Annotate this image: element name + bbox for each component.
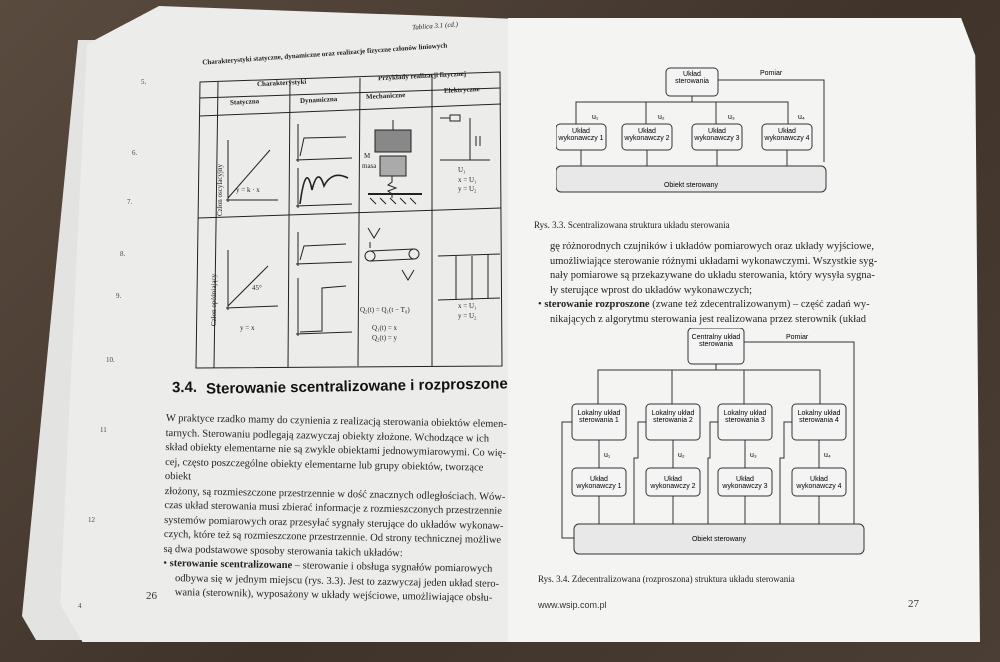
fig2-local-label: Lokalny układ sterowania 2 bbox=[651, 410, 695, 424]
characteristics-table bbox=[195, 71, 503, 369]
formula: Q₁(t) = x bbox=[372, 324, 398, 332]
header-static: Statyczna bbox=[229, 97, 260, 107]
section-paragraph: W praktyce rzadko mamy do czynienia z re… bbox=[163, 412, 508, 606]
fig2-actuator-label: Układ wykonawczy 3 bbox=[722, 476, 768, 490]
fig1-signal: u₂ bbox=[658, 114, 665, 121]
fig2-object-label: Obiekt sterowany bbox=[691, 536, 747, 543]
fig1-controller-label: Układ sterowania bbox=[675, 71, 709, 85]
fig1-signal: u₃ bbox=[728, 114, 735, 121]
page-number-left: 26 bbox=[146, 590, 157, 602]
right-text-block: gę różnorodnych czujników i układów pomi… bbox=[538, 240, 918, 327]
margin-number: 4 bbox=[78, 602, 82, 610]
margin-number: 9. bbox=[116, 292, 122, 300]
text-line: umożliwiające sterowanie różnymi układam… bbox=[550, 255, 878, 267]
section-number: 3.4. bbox=[171, 378, 198, 397]
formula: 45° bbox=[252, 284, 262, 292]
fig1-signal: u₁ bbox=[592, 114, 599, 121]
fig1-actuator-label: Układ wykonawczy 2 bbox=[624, 128, 670, 142]
fig2-local-label: Lokalny układ sterowania 3 bbox=[723, 410, 767, 424]
fig1-signal: u₄ bbox=[798, 114, 805, 121]
bullet-term: sterowanie rozproszone bbox=[544, 299, 650, 310]
bullet-item: • sterowanie rozproszone (zwane też zdec… bbox=[538, 299, 870, 310]
formula: y = U₂ bbox=[458, 185, 477, 193]
formula: y = k · x bbox=[236, 186, 260, 194]
fig2-caption: Rys. 3.4. Zdecentralizowana (rozproszona… bbox=[538, 574, 795, 584]
bullet-text: (zwane też zdecentralizowanym) – część z… bbox=[649, 299, 870, 310]
formula: U₁ bbox=[458, 166, 466, 174]
fig2-actuator-label: Układ wykonawczy 1 bbox=[576, 476, 622, 490]
formula: masa bbox=[362, 162, 377, 170]
margin-number: 8. bbox=[120, 250, 126, 258]
fig1-measurement-label: Pomiar bbox=[760, 70, 783, 77]
formula: M bbox=[364, 152, 371, 160]
fig2-signal: u₃ bbox=[750, 452, 757, 459]
text-line: ły sterujące wprost do układów wykonawcz… bbox=[550, 284, 753, 296]
margin-number: 6. bbox=[132, 149, 138, 157]
margin-number: 10. bbox=[106, 356, 115, 364]
formula: y = x bbox=[240, 324, 255, 332]
formula: Q₂(t) = y bbox=[372, 334, 398, 342]
fig2-local-label: Lokalny układ sterowania 4 bbox=[797, 410, 841, 424]
footer-url: www.wsip.com.pl bbox=[538, 600, 607, 610]
bullet-text: – sterowanie i obsługa sygnałów pomiarow… bbox=[292, 560, 493, 575]
text-line: nały pomiarowe są przekazywane do układu… bbox=[550, 270, 875, 281]
bullet-term: sterowanie scentralizowane bbox=[169, 558, 293, 572]
fig2-local-label: Lokalny układ sterowania 1 bbox=[577, 410, 621, 424]
formula: Q₂(t) = Q₁(t − T₀) bbox=[360, 306, 410, 314]
table-caption: Tablica 3.1 (cd.) bbox=[411, 20, 459, 32]
fig2-central-label: Centralny układ sterowania bbox=[691, 334, 741, 348]
fig1-actuator-label: Układ wykonawczy 3 bbox=[694, 128, 740, 142]
fig1-actuator-label: Układ wykonawczy 1 bbox=[558, 128, 604, 142]
row-label-delay: Człon opóźniający bbox=[210, 273, 219, 327]
fig2-signal: u₁ bbox=[604, 452, 611, 459]
fig1-caption: Rys. 3.3. Scentralizowana struktura ukła… bbox=[534, 220, 730, 230]
right-page: Układ sterowania Pomiar u₁ u₂ u₃ u₄ Ukła… bbox=[508, 18, 980, 642]
margin-number: 11 bbox=[100, 426, 107, 434]
formula: x = U₁ bbox=[458, 302, 477, 310]
fig2-signal: u₄ bbox=[824, 452, 831, 459]
fig2-measurement-label: Pomiar bbox=[786, 334, 809, 341]
section-title: Sterowanie scentralizowane i rozproszone bbox=[205, 375, 508, 398]
figure-distributed bbox=[561, 328, 865, 555]
row-label-oscillatory: Człon oscylacyjny bbox=[215, 164, 224, 216]
figure-centralized bbox=[556, 67, 827, 193]
page-number-right: 27 bbox=[908, 598, 919, 610]
margin-number: 7. bbox=[127, 198, 133, 206]
formula: y = U₂ bbox=[458, 312, 477, 320]
formula: x = U₁ bbox=[458, 176, 477, 184]
fig2-actuator-label: Układ wykonawczy 2 bbox=[650, 476, 696, 490]
left-page: 5. 6. 7. 8. 9. 10. 11 12 4 Tablica 3.1 (… bbox=[60, 6, 510, 642]
margin-number: 5. bbox=[141, 78, 147, 86]
fig2-actuator-label: Układ wykonawczy 4 bbox=[796, 476, 842, 490]
fig1-actuator-label: Układ wykonawczy 4 bbox=[764, 128, 810, 142]
fig2-signal: u₂ bbox=[678, 452, 685, 459]
bullet-text: nikających z algorytmu sterowania jest r… bbox=[550, 313, 867, 325]
fig1-object-label: Obiekt sterowany bbox=[663, 182, 719, 189]
margin-number: 12 bbox=[88, 516, 95, 524]
text-line: gę różnorodnych czujników i układów pomi… bbox=[550, 241, 874, 252]
